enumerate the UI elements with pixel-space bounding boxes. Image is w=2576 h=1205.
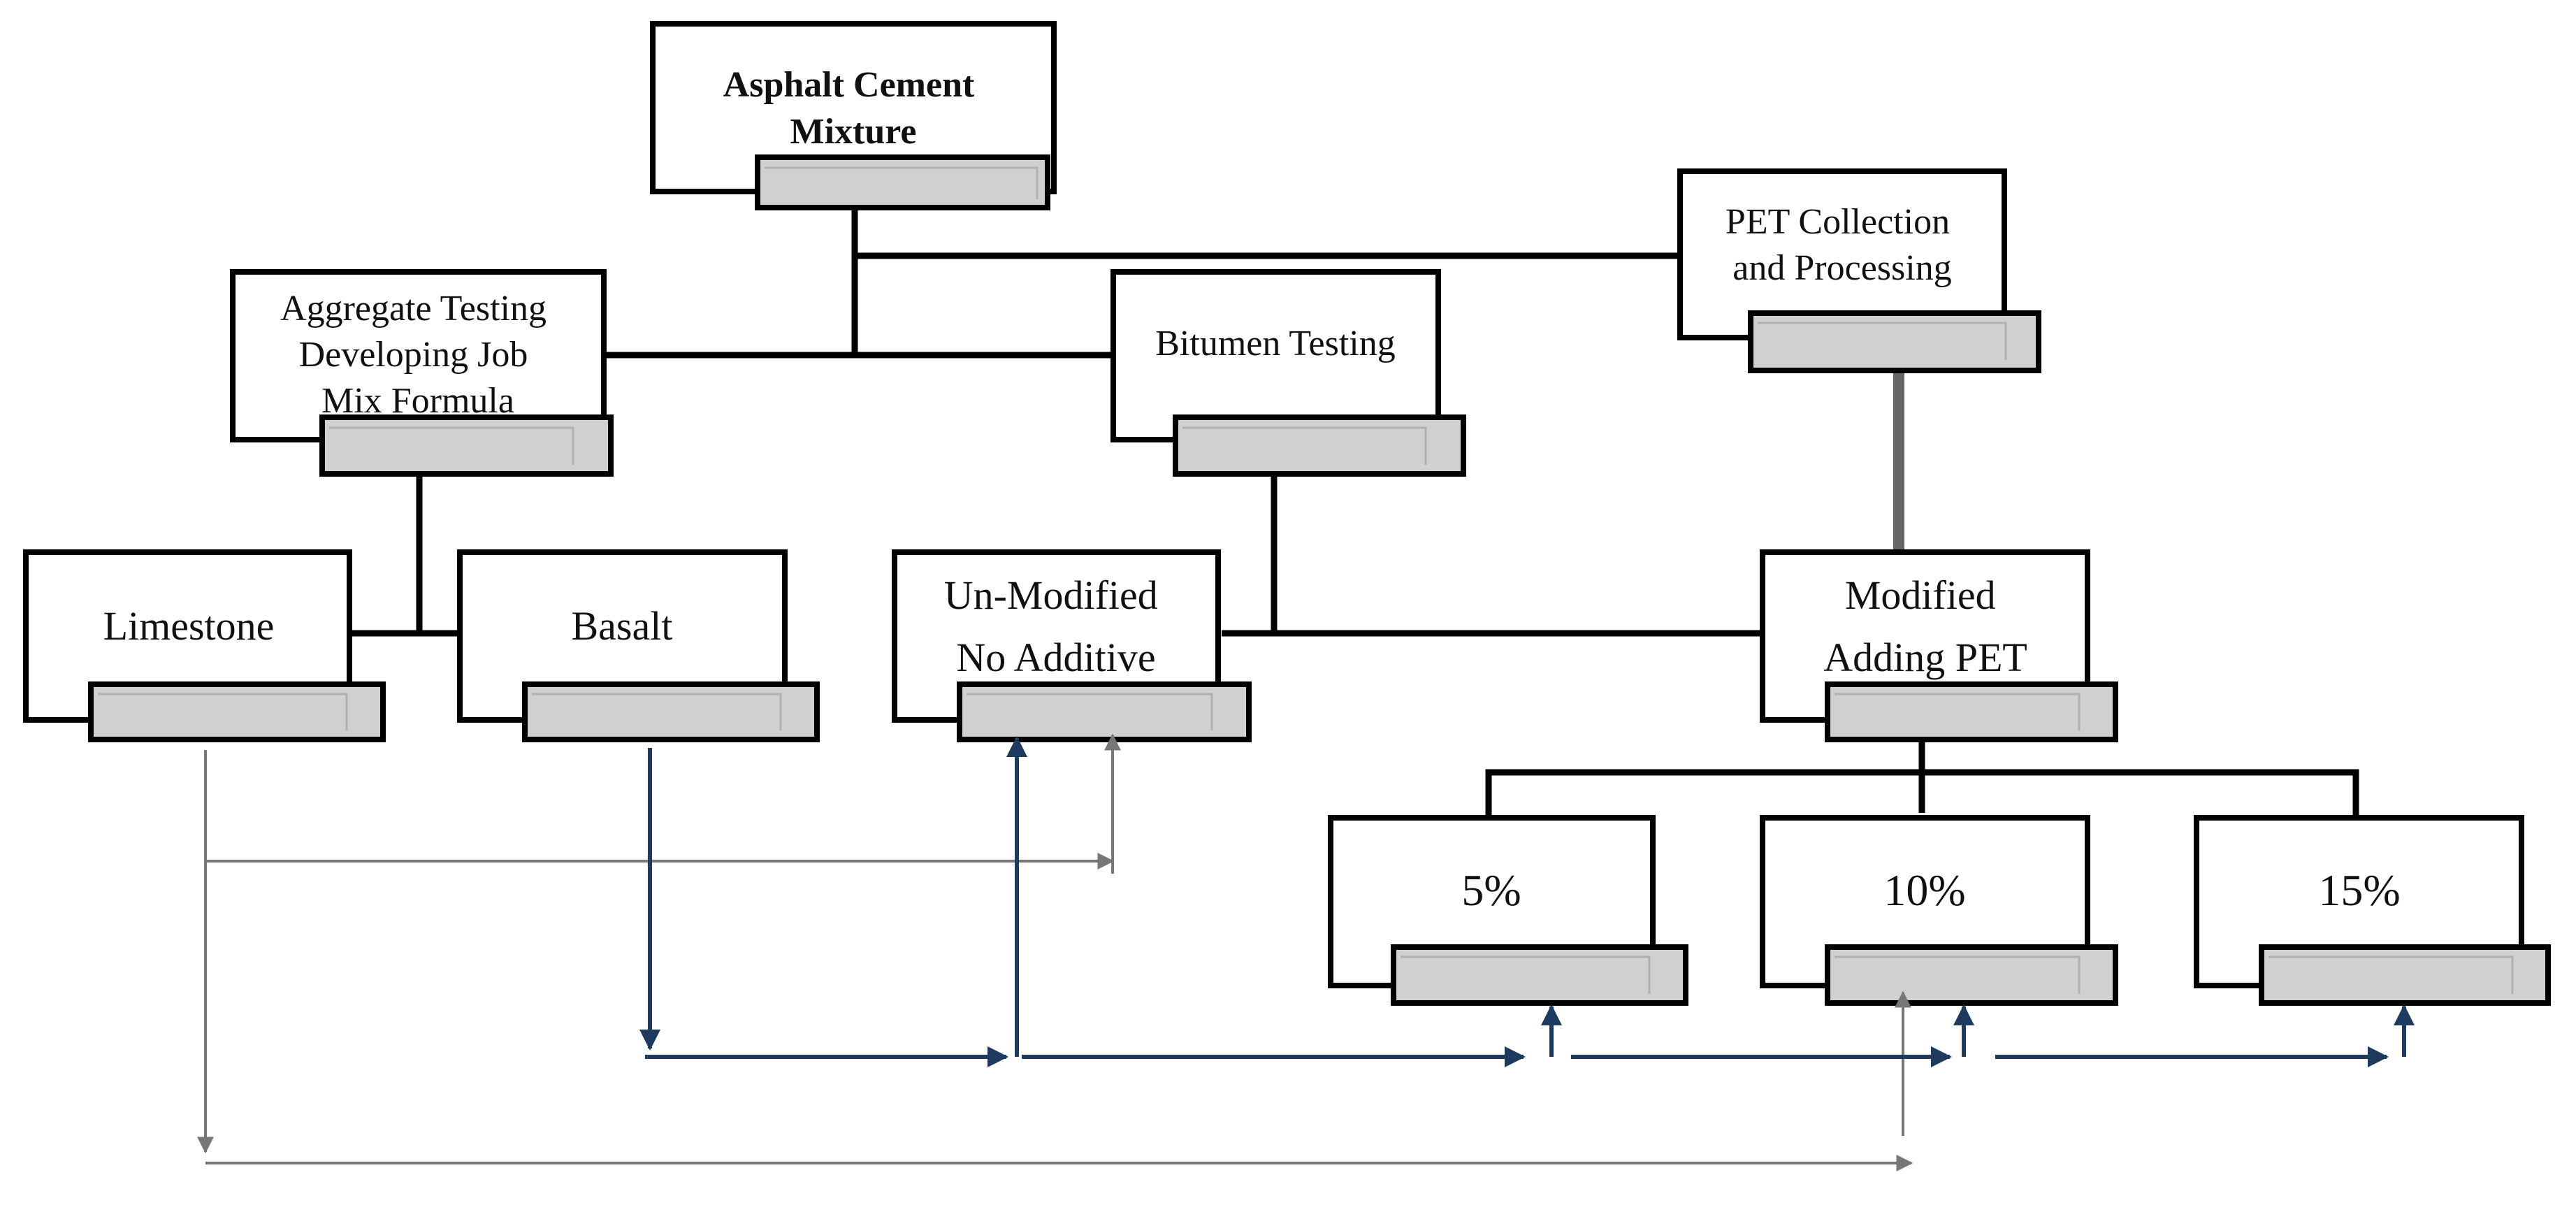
node-label-line-1: Bitumen Testing <box>1155 324 1396 363</box>
tree-connectors <box>349 205 2359 818</box>
node-label-line-2: Adding PET <box>1823 635 2027 680</box>
node-basalt: Basalt <box>457 549 820 742</box>
node-label: Bitumen Testing <box>1155 324 1396 363</box>
node-aggregate-testing: Aggregate Testing Developing Job Mix For… <box>230 269 614 477</box>
node-label: 15% <box>2318 865 2400 915</box>
connector-percent-bus <box>1485 769 2359 818</box>
node-pct-15: 15% <box>2194 815 2551 1006</box>
node-label: Limestone <box>103 603 275 649</box>
node-pct-10: 10% <box>1760 815 2118 1006</box>
node-label-line-2: No Additive <box>956 635 1155 680</box>
node-tab <box>88 681 386 742</box>
node-tab-inner <box>98 693 348 730</box>
node-label-line-1: 5% <box>1461 865 1521 915</box>
node-tab <box>1825 681 2118 742</box>
node-tab-inner <box>1758 322 2007 360</box>
node-label-line-2: Developing Job <box>299 335 528 375</box>
node-label-line-1: Aggregate Testing <box>280 289 547 329</box>
node-label-line-1: Un-Modified <box>944 572 1158 618</box>
node-pet-collection: PET Collection and Processing <box>1677 168 2041 373</box>
node-tab-inner <box>329 426 574 465</box>
node-tab <box>1748 310 2041 373</box>
node-label-line-1: 15% <box>2318 865 2400 915</box>
node-tab <box>957 681 1252 742</box>
node-tab-inner <box>967 693 1213 730</box>
node-label: PET Collection and Processing <box>1725 202 1959 288</box>
node-tab <box>1391 944 1688 1006</box>
node-label: 10% <box>1883 865 1965 915</box>
node-tab <box>1173 414 1466 477</box>
node-label: Asphalt Cement Mixture <box>723 65 984 152</box>
grey-flow-arrows <box>197 733 1913 1171</box>
node-tab-inner <box>1401 955 1651 994</box>
node-unmodified: Un-Modified No Additive <box>892 549 1252 742</box>
node-tab <box>319 414 614 477</box>
node-label: Modified Adding PET <box>1823 572 2027 680</box>
node-label-line-1: PET Collection <box>1725 202 1950 242</box>
node-label: Aggregate Testing Developing Job Mix For… <box>280 289 556 421</box>
node-tab <box>522 681 820 742</box>
node-label: Un-Modified No Additive <box>944 572 1168 680</box>
node-tab-inner <box>2269 955 2514 994</box>
node-limestone: Limestone <box>23 549 386 742</box>
node-tab <box>1825 944 2118 1006</box>
node-label-line-1: Limestone <box>103 603 275 649</box>
node-label-line-2: and Processing <box>1732 248 1951 288</box>
node-label: 5% <box>1461 865 1521 915</box>
node-tab-inner <box>1835 955 2081 994</box>
node-tab-inner <box>532 693 782 730</box>
node-label-line-1: Asphalt Cement <box>723 65 975 105</box>
node-pct-5: 5% <box>1328 815 1688 1006</box>
node-modified: Modified Adding PET <box>1760 549 2118 742</box>
node-label: Basalt <box>572 603 673 649</box>
node-box <box>1677 168 2007 340</box>
node-label-line-1: Modified <box>1845 572 1996 618</box>
node-tab-inner <box>1835 693 2081 730</box>
node-tab <box>755 154 1050 210</box>
node-box <box>230 269 607 442</box>
node-asphalt-cement-mixture: Asphalt Cement Mixture <box>650 21 1057 210</box>
node-tab <box>2259 944 2551 1006</box>
navy-flow-arrows <box>639 736 2415 1067</box>
node-tab-inner <box>765 166 1039 199</box>
node-tab-inner <box>1182 426 1427 465</box>
node-label-line-1: Basalt <box>572 603 673 649</box>
node-label-line-1: 10% <box>1883 865 1965 915</box>
node-label-line-2: Mixture <box>790 112 917 152</box>
node-bitumen-testing: Bitumen Testing <box>1110 269 1466 477</box>
node-label-line-3: Mix Formula <box>321 381 514 421</box>
